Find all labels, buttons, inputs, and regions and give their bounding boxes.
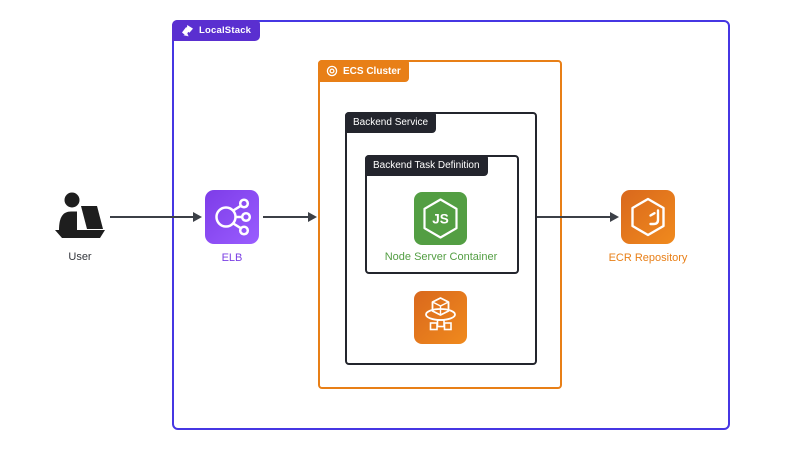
localstack-container-box — [172, 20, 730, 430]
elb-icon — [205, 190, 259, 244]
backend-task-definition-badge-label: Backend Task Definition — [373, 160, 480, 171]
user-icon — [55, 192, 105, 238]
user-label: User — [68, 251, 92, 263]
arrow-head-icon — [610, 212, 619, 222]
localstack-badge-label: LocalStack — [199, 25, 252, 36]
arrow-line — [110, 216, 195, 218]
localstack-badge: LocalStack — [172, 20, 261, 41]
ecs-cluster-badge-label: ECS Cluster — [343, 65, 401, 77]
ecs-cluster-box — [318, 60, 562, 389]
backend-service-box — [345, 112, 537, 365]
backend-service-badge: Backend Service — [345, 112, 437, 133]
ecs-ring-icon — [326, 65, 338, 77]
arrow-line — [537, 216, 612, 218]
arrow-head-icon — [308, 212, 317, 222]
localstack-logo-icon — [182, 25, 193, 37]
elb-label: ELB — [221, 252, 243, 264]
backend-service-badge-label: Backend Service — [353, 117, 429, 128]
nodejs-icon: JS — [414, 192, 467, 245]
nodejs-glyph-text: JS — [432, 212, 449, 227]
arrow-user-to-elb — [110, 211, 202, 223]
ecs-cluster-badge: ECS Cluster — [318, 60, 409, 82]
backend-task-definition-badge: Backend Task Definition — [365, 155, 488, 176]
ecr-icon — [621, 190, 675, 244]
ecr-repository-label: ECR Repository — [608, 252, 688, 264]
arrow-backend-to-ecr — [537, 211, 619, 223]
arrow-line — [263, 216, 310, 218]
ecs-icon — [414, 291, 467, 344]
node-server-container-label: Node Server Container — [384, 251, 498, 263]
arrow-elb-to-ecs-cluster — [263, 211, 317, 223]
arrow-head-icon — [193, 212, 202, 222]
